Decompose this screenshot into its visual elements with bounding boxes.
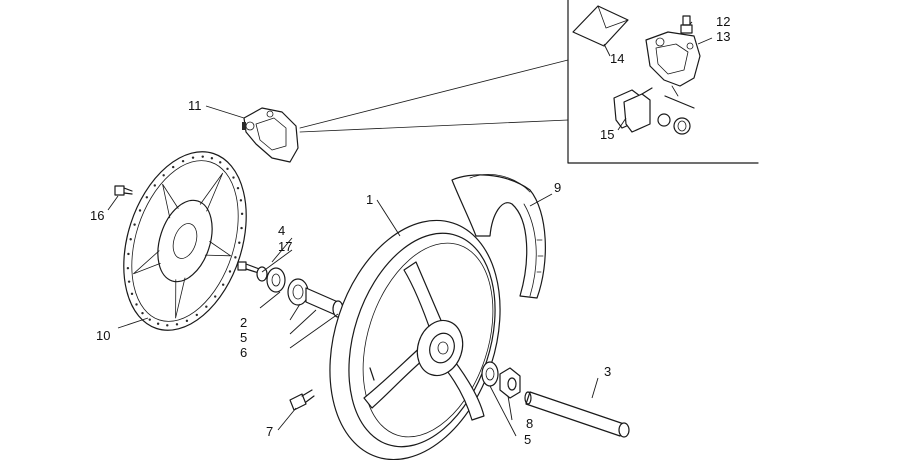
detail-inset-frame xyxy=(299,0,759,164)
callout-5-right: 5 xyxy=(524,432,531,447)
part-3-wheel-axle xyxy=(524,391,630,438)
callout-3: 3 xyxy=(604,364,611,379)
disc-hole xyxy=(214,295,217,298)
disc-spoke xyxy=(199,172,224,212)
callout-5-left: 5 xyxy=(240,330,247,345)
part-16-disc-screw xyxy=(114,185,133,196)
part-15-brake-pads xyxy=(613,87,695,135)
callout-2: 2 xyxy=(240,315,247,330)
disc-hole xyxy=(236,186,240,190)
disc-hole xyxy=(166,324,169,327)
disc-spoke xyxy=(133,250,161,275)
disc-hole xyxy=(141,311,144,315)
part-5-bearing-right xyxy=(481,361,499,387)
disc-hole xyxy=(232,176,235,179)
part-9-front-mudguard xyxy=(451,174,546,299)
disc-hole xyxy=(239,199,243,202)
callout-10: 10 xyxy=(96,328,110,343)
disc-hole xyxy=(219,161,222,164)
callout-1: 1 xyxy=(366,192,373,207)
part-2-oil-seal xyxy=(266,267,286,293)
disc-hole xyxy=(133,223,136,226)
disc-hole xyxy=(234,256,237,259)
disc-hole xyxy=(162,174,165,177)
callout-16: 16 xyxy=(90,208,104,223)
part-12-bleed-screw xyxy=(680,15,693,34)
disc-hole xyxy=(191,156,195,159)
disc-hole xyxy=(201,155,204,158)
callout-11: 11 xyxy=(188,98,202,113)
disc-hole xyxy=(171,165,175,169)
disc-hole xyxy=(240,212,244,216)
callout-4: 4 xyxy=(278,223,285,238)
disc-hole xyxy=(135,303,138,306)
disc-hole xyxy=(240,226,243,230)
disc-hole xyxy=(226,167,229,171)
disc-carrier-spokes xyxy=(133,172,232,319)
disc-hole xyxy=(221,283,225,286)
callout-labels: 1 2 3 4 5 5 6 7 8 9 10 11 12 13 14 15 16… xyxy=(90,14,730,447)
callout-12: 12 xyxy=(716,14,730,29)
disc-vent-holes xyxy=(126,155,244,327)
part-10-brake-disc xyxy=(123,151,247,331)
disc-hole xyxy=(148,318,151,321)
disc-hole xyxy=(126,266,130,270)
disc-hole xyxy=(153,184,156,187)
callout-7: 7 xyxy=(266,424,273,439)
disc-hole xyxy=(210,157,214,160)
callout-13: 13 xyxy=(716,29,730,44)
part-6-spacer xyxy=(305,287,344,318)
part-14-kit-envelope xyxy=(572,5,629,47)
part-5-bearing-left xyxy=(287,278,309,306)
disc-hole xyxy=(195,313,199,317)
callout-14: 14 xyxy=(610,51,624,66)
disc-hole xyxy=(129,238,132,241)
callout-8: 8 xyxy=(526,416,533,431)
disc-hole xyxy=(181,159,185,163)
disc-hole xyxy=(127,280,131,283)
disc-spoke xyxy=(162,183,179,219)
disc-hole xyxy=(205,305,208,308)
part-7-tyre-valve xyxy=(289,389,315,411)
callout-6: 6 xyxy=(240,345,247,360)
part-1-wheel xyxy=(329,219,501,460)
disc-hole xyxy=(175,323,179,326)
part-11-brake-caliper xyxy=(242,107,299,163)
disc-hole xyxy=(156,322,160,325)
disc-hole xyxy=(127,252,130,256)
callout-9: 9 xyxy=(554,180,561,195)
callout-15: 15 xyxy=(600,127,614,142)
part-8-speedo-drive xyxy=(499,367,521,399)
disc-hole xyxy=(238,241,241,244)
callout-17: 17 xyxy=(278,239,292,254)
part-13-caliper-detail xyxy=(645,31,701,97)
disc-hole xyxy=(138,209,142,212)
disc-hole xyxy=(228,270,232,273)
leader-lines xyxy=(107,21,713,437)
disc-spoke xyxy=(204,241,232,257)
disc-spoke xyxy=(175,277,186,319)
disc-hole xyxy=(130,292,134,296)
disc-hole xyxy=(185,319,189,323)
disc-hole xyxy=(145,196,149,199)
